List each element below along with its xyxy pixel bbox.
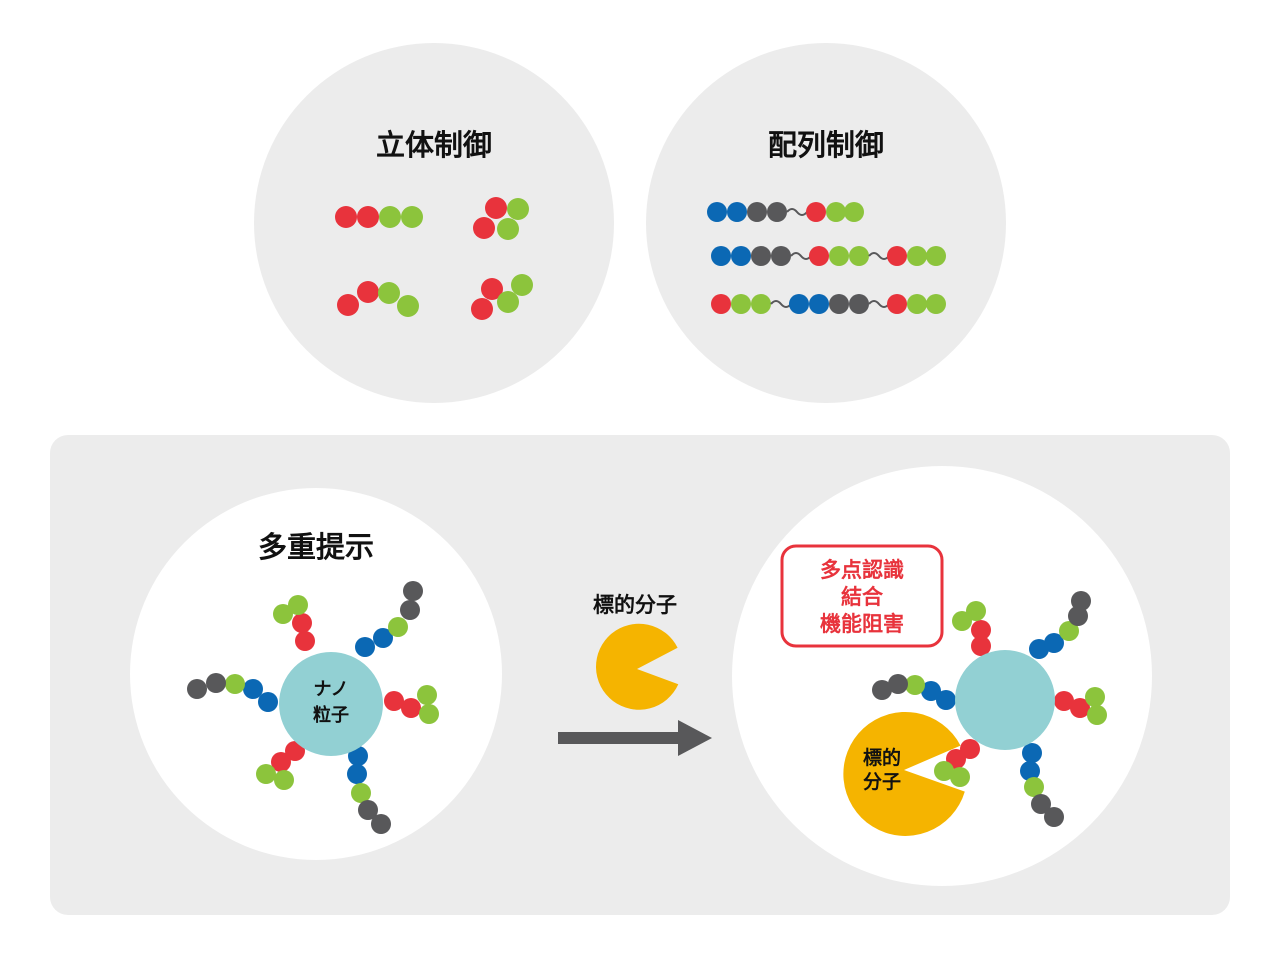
stereo-folded-cluster-1 <box>473 197 529 240</box>
bound-target-label-line1: 標的 <box>863 746 901 769</box>
stereo-linear-chain <box>335 206 423 228</box>
sequence-row-3 <box>711 294 946 314</box>
stereo-folded-cluster-2 <box>471 274 533 320</box>
right-arrow-icon <box>558 720 712 756</box>
target-molecule-pacman-icon <box>596 623 679 710</box>
stereo-bent-chain <box>337 281 419 317</box>
callout-line2: 結合 <box>841 585 884 609</box>
multivalent-title: 多重提示 <box>258 530 374 564</box>
sequence-control-circle <box>646 43 1006 403</box>
bound-nanoparticle <box>955 650 1055 750</box>
target-molecule-label: 標的分子 <box>593 593 677 617</box>
callout-box <box>780 544 944 648</box>
callout-line3: 機能阻害 <box>820 612 904 636</box>
nanoparticle-ligands <box>187 581 439 834</box>
callout-line1: 多点認識 <box>820 558 904 582</box>
bound-nanoparticle-ligands <box>872 591 1107 827</box>
bound-target-molecule-pacman-icon <box>843 711 965 836</box>
nanoparticle-label-line1: ナノ <box>313 679 348 700</box>
stereo-control-circle <box>254 43 614 403</box>
stereo-control-title: 立体制御 <box>376 128 492 162</box>
sequence-row-1 <box>707 202 864 222</box>
sequence-row-2 <box>711 246 946 266</box>
captured-ligand-arm <box>934 739 980 787</box>
bound-target-label-line2: 分子 <box>863 771 901 793</box>
sequence-control-title: 配列制御 <box>768 128 884 162</box>
nanoparticle-label-line2: 粒子 <box>313 704 349 726</box>
nanoparticle <box>279 652 383 756</box>
